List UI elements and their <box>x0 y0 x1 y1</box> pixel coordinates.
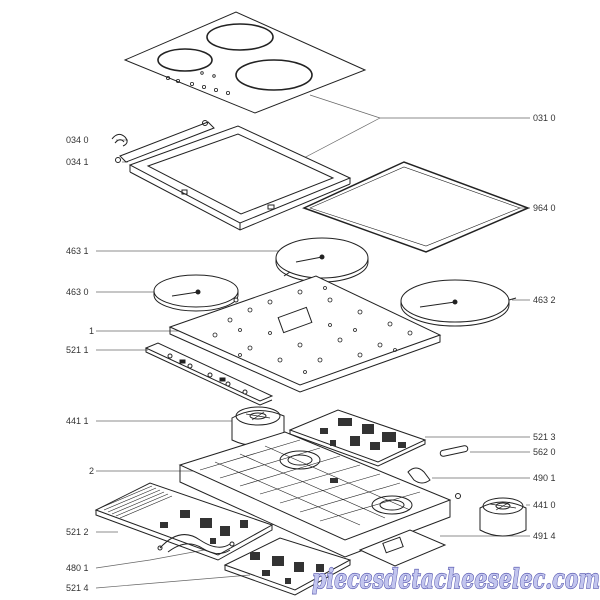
leader-0310-b <box>299 117 381 161</box>
label-4901: 490 1 <box>533 473 556 483</box>
frame-outer <box>128 125 352 224</box>
cooking-zone-small <box>157 48 213 72</box>
control-board-strip <box>144 342 274 406</box>
label-0341: 034 1 <box>66 157 89 167</box>
insulation-plate <box>358 529 447 567</box>
mounting-bracket <box>407 467 431 484</box>
leader-lines <box>95 94 530 589</box>
touch-controls <box>165 71 230 96</box>
label-4914: 491 4 <box>533 531 556 541</box>
label-9640: 964 0 <box>533 203 556 213</box>
label-4801: 480 1 <box>66 563 89 573</box>
ceramic-hob-top <box>123 11 367 114</box>
label-5214: 521 4 <box>66 583 89 593</box>
frame-inner <box>146 133 335 215</box>
support-plate <box>168 275 442 393</box>
hob-frame <box>115 120 352 231</box>
label-5212: 521 2 <box>66 527 89 537</box>
label-4630: 463 0 <box>66 287 89 297</box>
label-5620: 562 0 <box>533 447 556 457</box>
hob-glass-panel <box>123 11 367 114</box>
heatsink-fins <box>99 485 173 519</box>
frame-bracket <box>119 121 215 163</box>
label-4410: 441 0 <box>533 500 556 510</box>
tray-ribs <box>199 439 421 526</box>
leader-0310 <box>309 94 530 119</box>
label-4631: 463 1 <box>66 246 89 256</box>
fixing-clip <box>111 133 128 147</box>
label-4411: 441 1 <box>66 416 89 426</box>
generator-board-left <box>94 482 274 561</box>
base-tray <box>178 431 452 558</box>
cooling-fan-right <box>455 493 527 537</box>
cooking-zone-large <box>235 59 313 91</box>
plate-holes <box>212 286 413 374</box>
induction-coil-right <box>400 279 517 327</box>
label-4632: 463 2 <box>533 295 556 305</box>
label-0340: 034 0 <box>66 135 89 145</box>
power-board <box>288 409 427 467</box>
generator-board-right <box>223 537 352 596</box>
cooking-zone-medium <box>206 23 274 51</box>
part-labels: 031 0 034 0 034 1 964 0 463 1 463 0 463 … <box>66 113 556 593</box>
wiring-harness <box>157 534 235 554</box>
seal-gasket <box>302 161 531 253</box>
watermark-text: piecesdetacheeselec.com <box>312 564 600 595</box>
fuse <box>439 445 469 457</box>
label-5213: 521 3 <box>533 432 556 442</box>
induction-coil-medium <box>153 274 239 312</box>
induction-coil-large <box>275 237 369 283</box>
label-1: 1 <box>89 326 94 336</box>
label-5211: 521 1 <box>66 345 89 355</box>
label-0310: 031 0 <box>533 113 556 123</box>
leader-5214 <box>95 574 251 589</box>
leader-4801 <box>95 547 216 569</box>
label-2: 2 <box>89 466 94 476</box>
